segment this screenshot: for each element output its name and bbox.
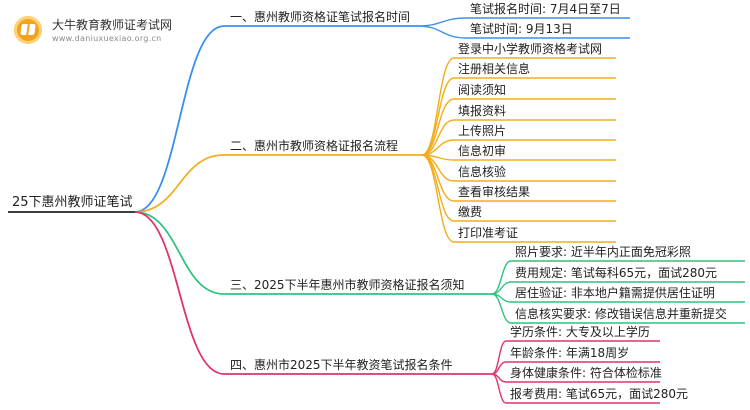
child-node-label[interactable]: 阅读须知 <box>458 83 506 97</box>
child-node-label[interactable]: 填报资料 <box>458 103 506 118</box>
child-node-label[interactable]: 费用规定: 笔试每科65元，面试280元 <box>515 265 717 280</box>
child-node-label[interactable]: 信息核实要求: 修改错误信息并重新提交 <box>515 306 727 321</box>
child-node-label[interactable]: 缴费 <box>458 204 482 219</box>
child-node-label[interactable]: 查看审核结果 <box>458 184 530 199</box>
mind-map-nodes: 25下惠州教师证笔试 一、惠州教师资格证笔试报名时间 笔试报名时间: 7月4日至7日… <box>12 1 727 401</box>
child-node-label[interactable]: 打印准考证 <box>458 226 518 240</box>
child-node-label[interactable]: 笔试报名时间: 7月4日至7日 <box>470 1 621 16</box>
branch-label-3[interactable]: 三、2025下半年惠州市教师资格证报名须知 <box>230 277 465 292</box>
root-node-label[interactable]: 25下惠州教师证笔试 <box>12 194 133 210</box>
child-node-label[interactable]: 登录中小学教师资格考试网 <box>458 41 602 56</box>
child-connector <box>421 154 455 202</box>
child-connector <box>421 77 455 156</box>
child-node-label[interactable]: 信息核验 <box>458 164 506 179</box>
child-node-label[interactable]: 居住验证: 非本地户籍需提供居住证明 <box>515 285 715 300</box>
child-node-label[interactable]: 学历条件: 大专及以上学历 <box>510 324 650 339</box>
branch-label-4[interactable]: 四、惠州市2025下半年教资笔试报名条件 <box>230 357 453 372</box>
child-node-label[interactable]: 上传照片 <box>458 123 506 138</box>
branch-connector-3 <box>134 211 225 295</box>
child-connector <box>417 25 467 39</box>
branch-connector-2 <box>134 154 225 213</box>
child-node-label[interactable]: 笔试时间: 9月13日 <box>470 21 573 36</box>
book-logo-icon <box>14 16 42 44</box>
child-connector <box>421 154 455 222</box>
child-node-label[interactable]: 报考费用: 笔试65元，面试280元 <box>510 386 688 401</box>
branch-label-1[interactable]: 一、惠州教师资格证笔试报名时间 <box>230 9 410 24</box>
child-node-label[interactable]: 注册相关信息 <box>458 61 530 76</box>
branch-label-2[interactable]: 二、惠州市教师资格证报名流程 <box>230 138 398 153</box>
child-connector <box>421 154 455 243</box>
child-node-label[interactable]: 年龄条件: 年满18周岁 <box>510 345 629 360</box>
site-logo[interactable]: 大牛教育教师证考试网 www.daniuxuexiao.org.cn <box>14 14 264 50</box>
child-node-label[interactable]: 信息初审 <box>458 143 506 158</box>
child-connector <box>417 17 467 27</box>
child-node-label[interactable]: 照片要求: 近半年内正面免冠彩照 <box>515 244 691 259</box>
branch-connector-1 <box>134 25 225 213</box>
child-node-label[interactable]: 身体健康条件: 符合体检标准 <box>510 365 662 380</box>
logo-site-url: www.daniuxuexiao.org.cn <box>52 34 162 43</box>
logo-name: 大牛教育教师证考试网 <box>52 18 173 32</box>
branch-connector-4 <box>134 211 225 375</box>
connector-lines <box>8 17 745 404</box>
child-connector <box>491 293 512 324</box>
child-connector <box>491 373 507 404</box>
